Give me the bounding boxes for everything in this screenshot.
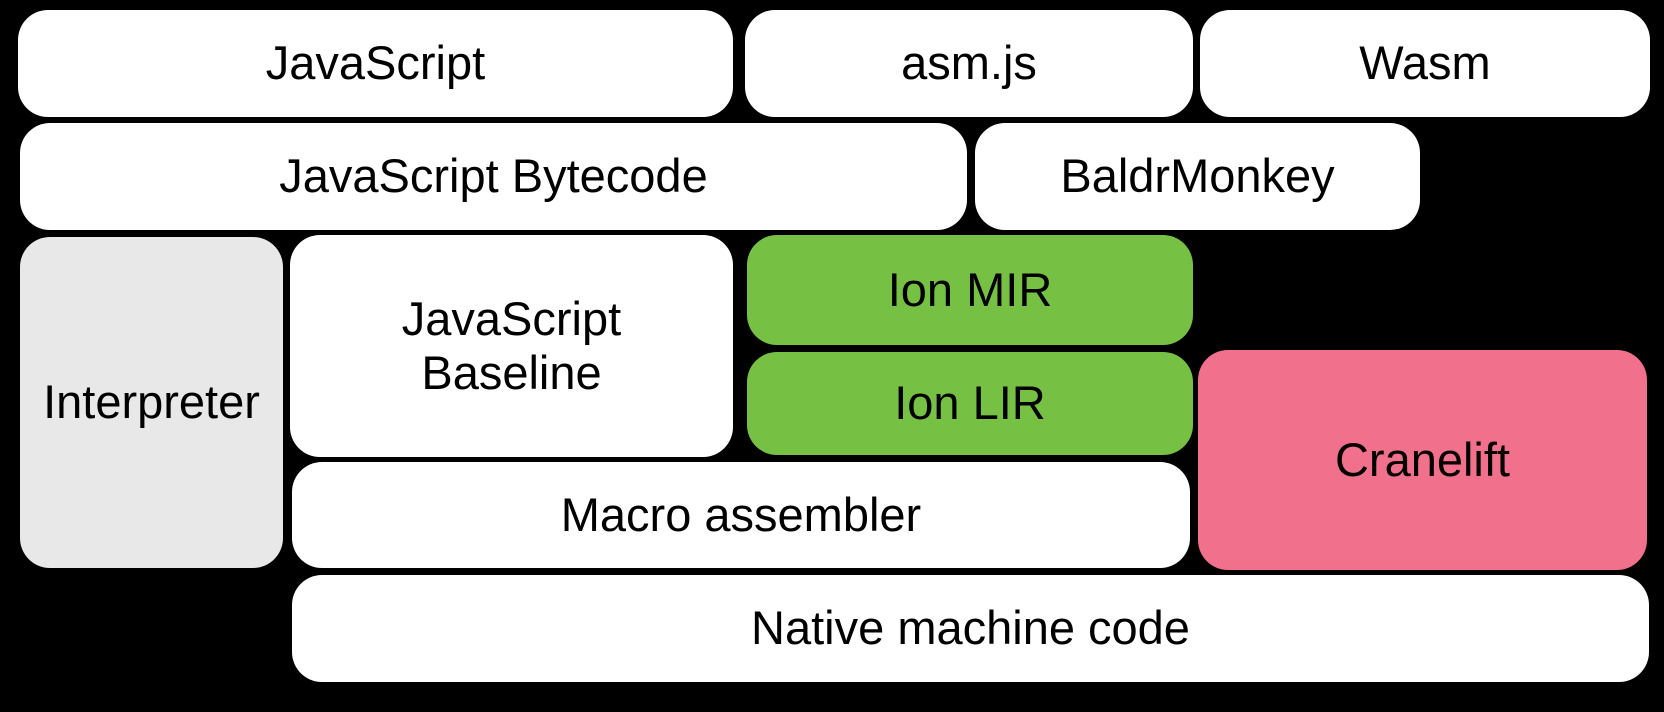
node-javascript-bytecode: JavaScript Bytecode — [20, 123, 967, 230]
node-macro-assembler: Macro assembler — [292, 462, 1190, 568]
node-wasm: Wasm — [1200, 10, 1650, 117]
node-asmjs: asm.js — [745, 10, 1193, 117]
node-javascript: JavaScript — [18, 10, 733, 117]
node-cranelift: Cranelift — [1198, 350, 1647, 570]
node-baldrmonkey: BaldrMonkey — [975, 123, 1420, 230]
node-javascript-baseline: JavaScript Baseline — [290, 235, 733, 457]
node-ion-lir: Ion LIR — [747, 352, 1193, 455]
node-interpreter: Interpreter — [20, 237, 283, 568]
node-native-machine-code: Native machine code — [292, 575, 1649, 682]
node-ion-mir: Ion MIR — [747, 235, 1193, 345]
